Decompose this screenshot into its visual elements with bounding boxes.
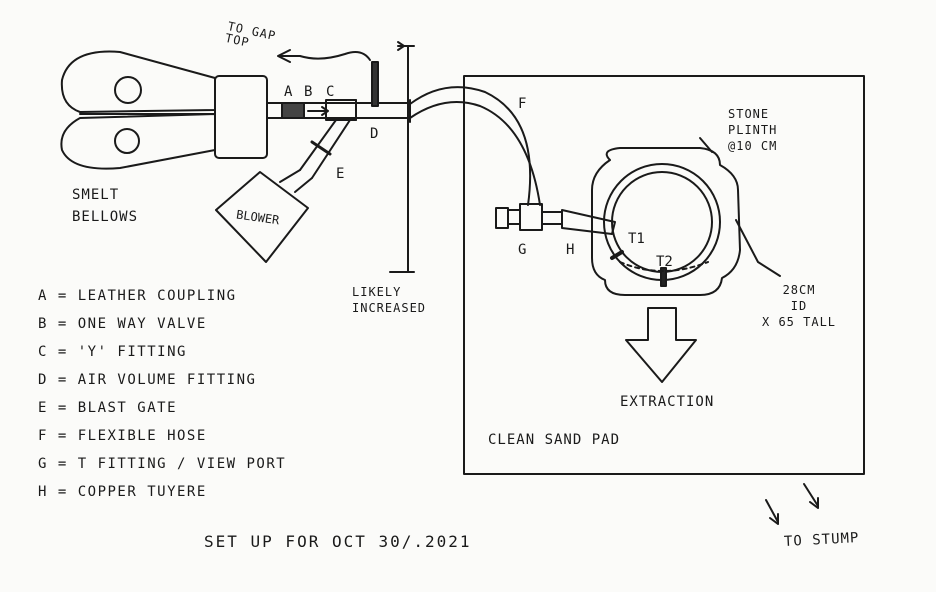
label-a: A [284,84,293,100]
likely-increased-label: LIKELY INCREASED [352,285,427,315]
label-f: F [518,96,526,112]
clean-sand-pad-label: CLEAN SAND PAD [488,432,621,448]
label-d: D [370,126,378,142]
blower-label: BLOWER [235,207,281,227]
legend-item-f: F = FLEXIBLE HOSE [38,428,207,444]
blower-branch [215,119,351,263]
label-c: C [326,84,334,100]
extraction-label: EXTRACTION [620,394,715,410]
setup-date: SET UP FOR OCT 30/.2021 [204,532,472,551]
stone-plinth-label: STONE PLINTH @10 CM [728,107,778,153]
to-gap-top-arrow [279,51,371,61]
legend-item-b: B = ONE WAY VALVE [38,316,207,332]
legend-item-d: D = AIR VOLUME FITTING [38,372,257,388]
legend-item-g: G = T FITTING / VIEW PORT [38,456,287,472]
legend-item-h: H = COPPER TUYERE [38,484,207,500]
legend-item-c: C = 'Y' FITTING [38,344,187,360]
label-h: H [566,242,574,258]
extraction-arrow [625,307,697,383]
likely-increased-bracket [389,41,415,273]
furnace-drawing [591,137,781,296]
legend-item-a: A = LEATHER COUPLING [38,288,237,304]
label-b: B [304,84,312,100]
label-t2: T2 [656,254,673,270]
pipe-assembly [266,61,411,123]
label-g: G [518,242,526,258]
smelt-bellows-label: SMELT BELLOWS [72,187,139,225]
dimensions-label: 28CM ID X 65 TALL [762,283,837,329]
legend: A = LEATHER COUPLING B = ONE WAY VALVE C… [38,282,286,506]
t-fitting-drawing [495,203,616,235]
flexible-hose [409,86,541,206]
to-stump-arrows [765,483,819,525]
legend-item-e: E = BLAST GATE [38,400,178,416]
sand-pad [463,75,865,475]
bellows-drawing [60,50,268,170]
label-e: E [336,166,344,182]
label-t1: T1 [628,231,645,247]
